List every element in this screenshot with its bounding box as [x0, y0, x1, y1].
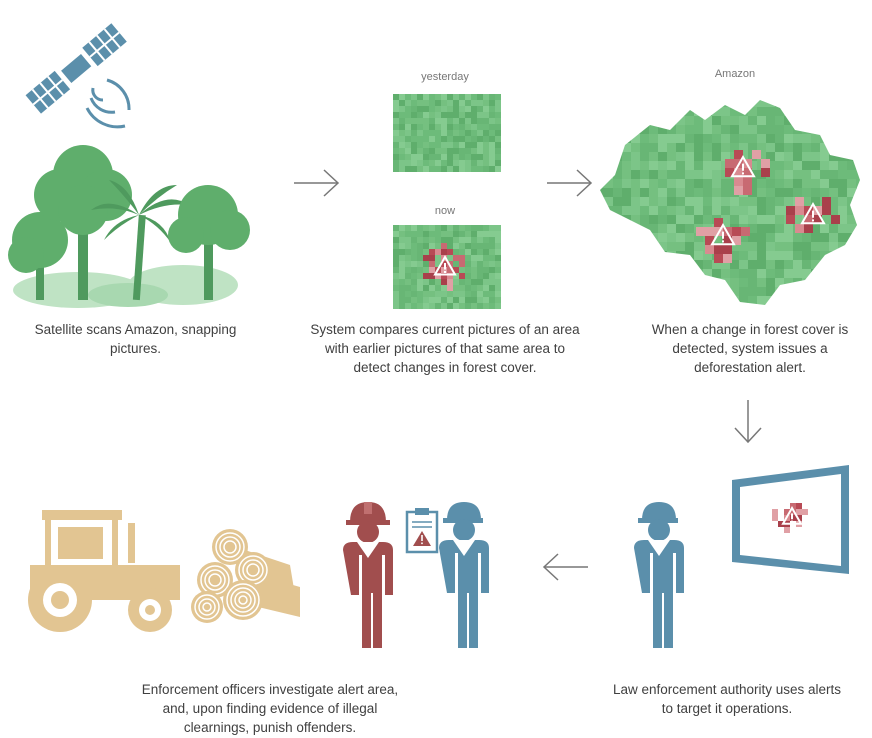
caption-enforcement: Enforcement officers investigate alert a… — [141, 682, 399, 735]
caption-compare: System compares current pictures of an a… — [310, 322, 580, 375]
warning-icon — [781, 505, 803, 525]
warning-icon — [800, 201, 826, 225]
arrow-right-icon — [294, 169, 340, 197]
monitor-icon — [732, 465, 849, 574]
warning-icon — [433, 254, 457, 276]
warning-icon — [710, 222, 736, 246]
arrow-left-icon — [542, 553, 588, 581]
caption-satellite: Satellite scans Amazon, snapping picture… — [34, 322, 237, 356]
worker-icon — [343, 502, 393, 648]
map-icon — [600, 100, 860, 305]
arrow-right-icon — [547, 169, 593, 197]
satellite-icon — [25, 23, 131, 129]
yesterday-label: yesterday — [421, 71, 469, 83]
caption-alert: When a change in forest cover is detecte… — [651, 322, 849, 375]
logs-icon — [191, 529, 300, 623]
arrow-down-icon — [734, 400, 762, 444]
amazon-label: Amazon — [714, 68, 756, 80]
clipboard-icon — [405, 508, 439, 554]
now-image — [393, 225, 501, 309]
warning-icon — [730, 154, 756, 178]
yesterday-image — [393, 94, 501, 172]
officer-icon — [634, 502, 684, 648]
caption-law: Law enforcement authority uses alerts to… — [612, 682, 842, 716]
tractor-icon — [28, 510, 180, 632]
trees-icon — [8, 145, 250, 308]
now-label: now — [434, 205, 456, 217]
officer-clipboard-icon — [405, 502, 489, 648]
